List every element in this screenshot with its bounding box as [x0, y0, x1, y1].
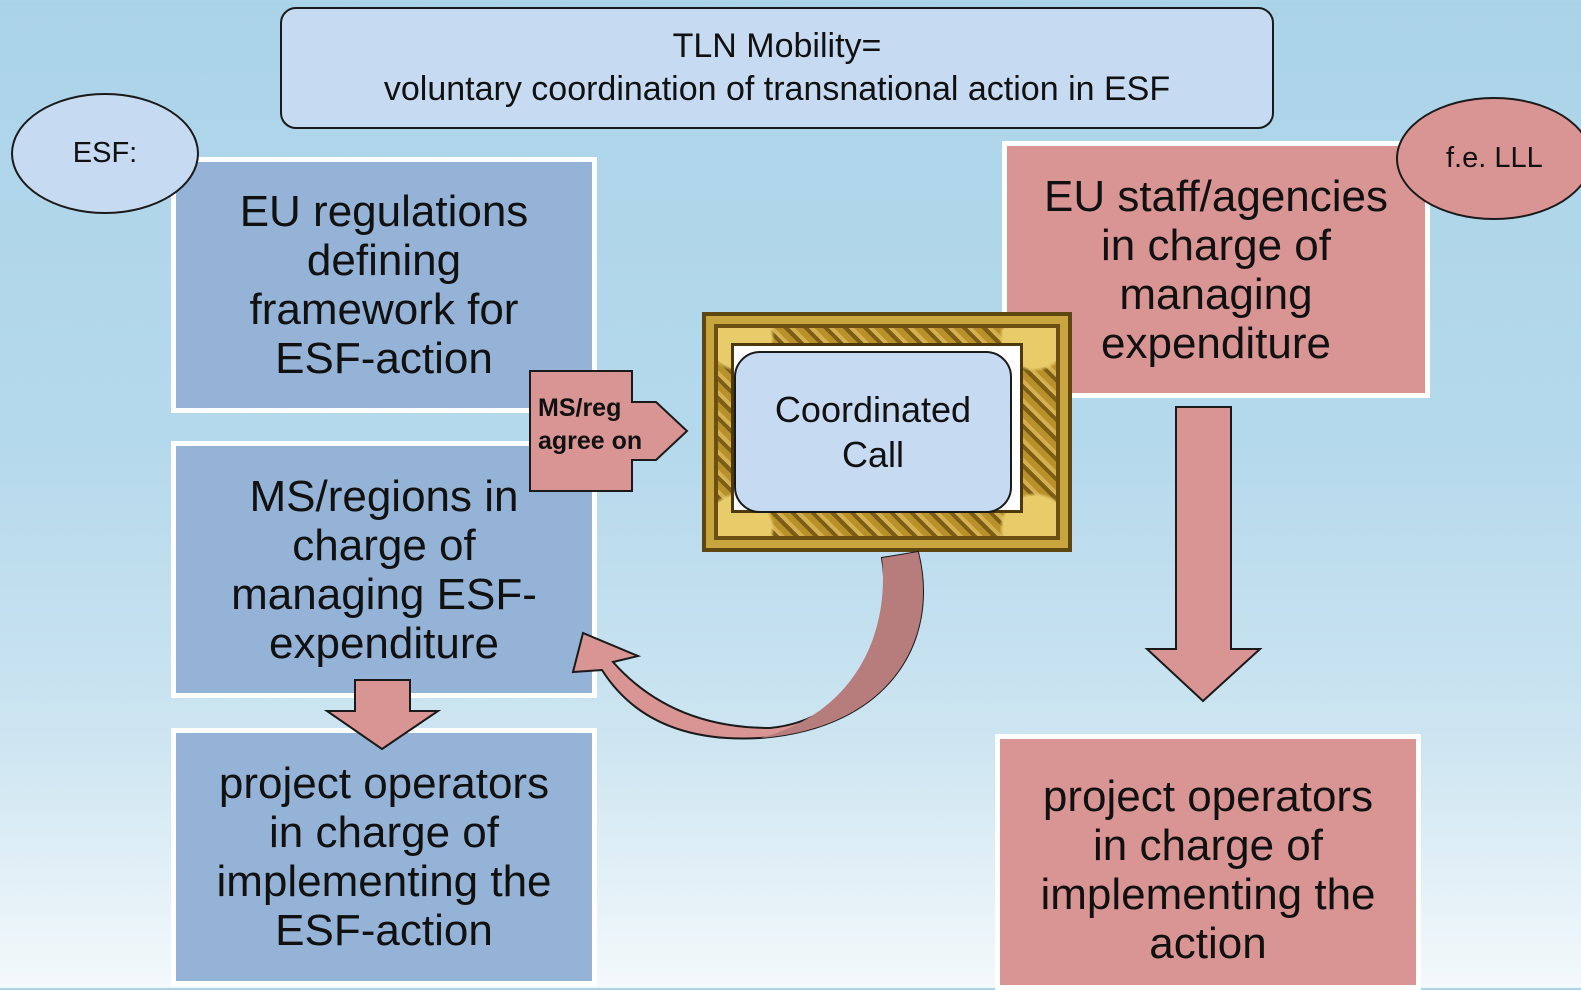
agree-on-line: MS/reg [538, 394, 622, 422]
curved-return-arrow [571, 550, 924, 740]
title-box: TLN Mobility= voluntary coordination of … [280, 7, 1274, 129]
eu-regulations-line: ESF-action [275, 334, 493, 383]
action-project-operators-line: in charge of [1093, 821, 1323, 870]
action-project-operators-line: project operators [1042, 772, 1374, 821]
agree-on-line: agree on [538, 427, 643, 455]
title-line-1: TLN Mobility= [672, 27, 882, 65]
esf-project-operators-box: project operators in charge of implement… [171, 728, 597, 986]
title-line-2: voluntary coordination of transnational … [383, 70, 1171, 108]
ms-regions-line: charge of [292, 520, 476, 570]
eu-regulations-line: framework for [249, 285, 519, 334]
ms-regions-line: MS/regions in [249, 471, 519, 521]
coordinated-call-line: Call [841, 434, 904, 475]
eu-staff-line: in charge of [1101, 220, 1331, 270]
agree-on-arrow [529, 370, 689, 492]
eu-staff-line: expenditure [1101, 318, 1331, 368]
ms-regions-line: expenditure [269, 618, 499, 668]
eu-regulations-line: EU regulations [239, 187, 529, 236]
agree-on-label: MS/reg agree on [538, 392, 678, 458]
action-project-operators-line: implementing the [1040, 870, 1376, 919]
esf-tag-ellipse: ESF: [11, 93, 199, 214]
lll-tag-ellipse: f.e. LLL [1396, 97, 1581, 220]
esf-project-operators-line: ESF-action [275, 906, 493, 955]
coordinated-call-line: Coordinated [774, 389, 972, 430]
lll-tag-label: f.e. LLL [1446, 142, 1543, 174]
down-arrow-right [1144, 406, 1263, 703]
eu-staff-line: managing [1119, 269, 1313, 319]
eu-staff-agencies-box: EU staff/agencies in charge of managing … [1002, 141, 1430, 398]
down-arrow-left [323, 679, 442, 751]
ms-regions-line: managing ESF- [231, 569, 537, 619]
eu-regulations-box: EU regulations defining framework for ES… [171, 157, 597, 413]
esf-tag-label: ESF: [72, 137, 138, 169]
action-project-operators-box: project operators in charge of implement… [995, 734, 1421, 990]
coordinated-call-box: Coordinated Call [734, 351, 1012, 513]
esf-project-operators-line: implementing the [216, 857, 552, 906]
esf-project-operators-line: project operators [218, 759, 550, 808]
eu-regulations-line: defining [306, 236, 462, 285]
eu-staff-line: EU staff/agencies [1043, 171, 1389, 221]
esf-project-operators-line: in charge of [269, 808, 499, 857]
action-project-operators-line: action [1149, 919, 1267, 968]
